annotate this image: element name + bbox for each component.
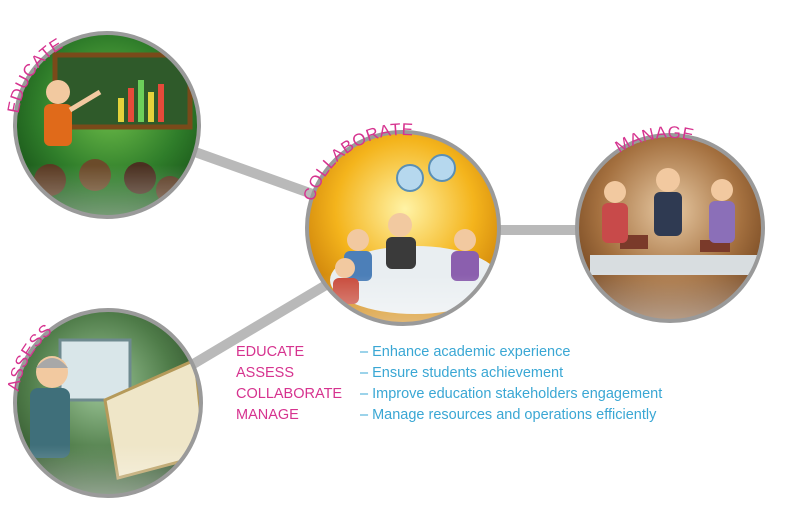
legend-term: EDUCATE	[236, 344, 305, 360]
legend: EDUCATE – Enhance academic experience AS…	[236, 342, 662, 426]
assess-node[interactable]: ASSESS	[4, 305, 210, 505]
connector-collaborate-assess	[185, 280, 331, 371]
legend-description: – Enhance academic experience	[360, 344, 571, 360]
legend-description: – Improve education stakeholders engagem…	[360, 386, 663, 402]
collaborate-node[interactable]: COLLABORATE	[299, 120, 510, 335]
group-meeting-illustration	[307, 132, 499, 324]
teacher-grading-paper-illustration	[15, 310, 201, 496]
manage-circle-border	[575, 133, 765, 323]
assess-circle-border	[13, 308, 203, 498]
legend-row-collaborate: COLLABORATE – Improve education stakehol…	[236, 384, 662, 405]
educate-node[interactable]: EDUCATE	[4, 28, 210, 235]
connector-educate-collaborate	[190, 147, 323, 201]
legend-row-educate: EDUCATE – Enhance academic experience	[236, 342, 662, 363]
legend-term: MANAGE	[236, 407, 299, 423]
educate-circle-border	[13, 31, 201, 219]
manage-node[interactable]: MANAGE	[570, 123, 770, 330]
legend-description: – Ensure students achievement	[360, 365, 564, 381]
legend-term: COLLABORATE	[236, 386, 343, 402]
legend-row-assess: ASSESS – Ensure students achievement	[236, 363, 662, 384]
legend-description: – Manage resources and operations effici…	[360, 407, 657, 423]
collaborate-circle-border	[305, 130, 501, 326]
legend-term: ASSESS	[236, 365, 295, 381]
office-meeting-illustration	[577, 135, 763, 321]
legend-row-manage: MANAGE – Manage resources and operations…	[236, 405, 662, 426]
